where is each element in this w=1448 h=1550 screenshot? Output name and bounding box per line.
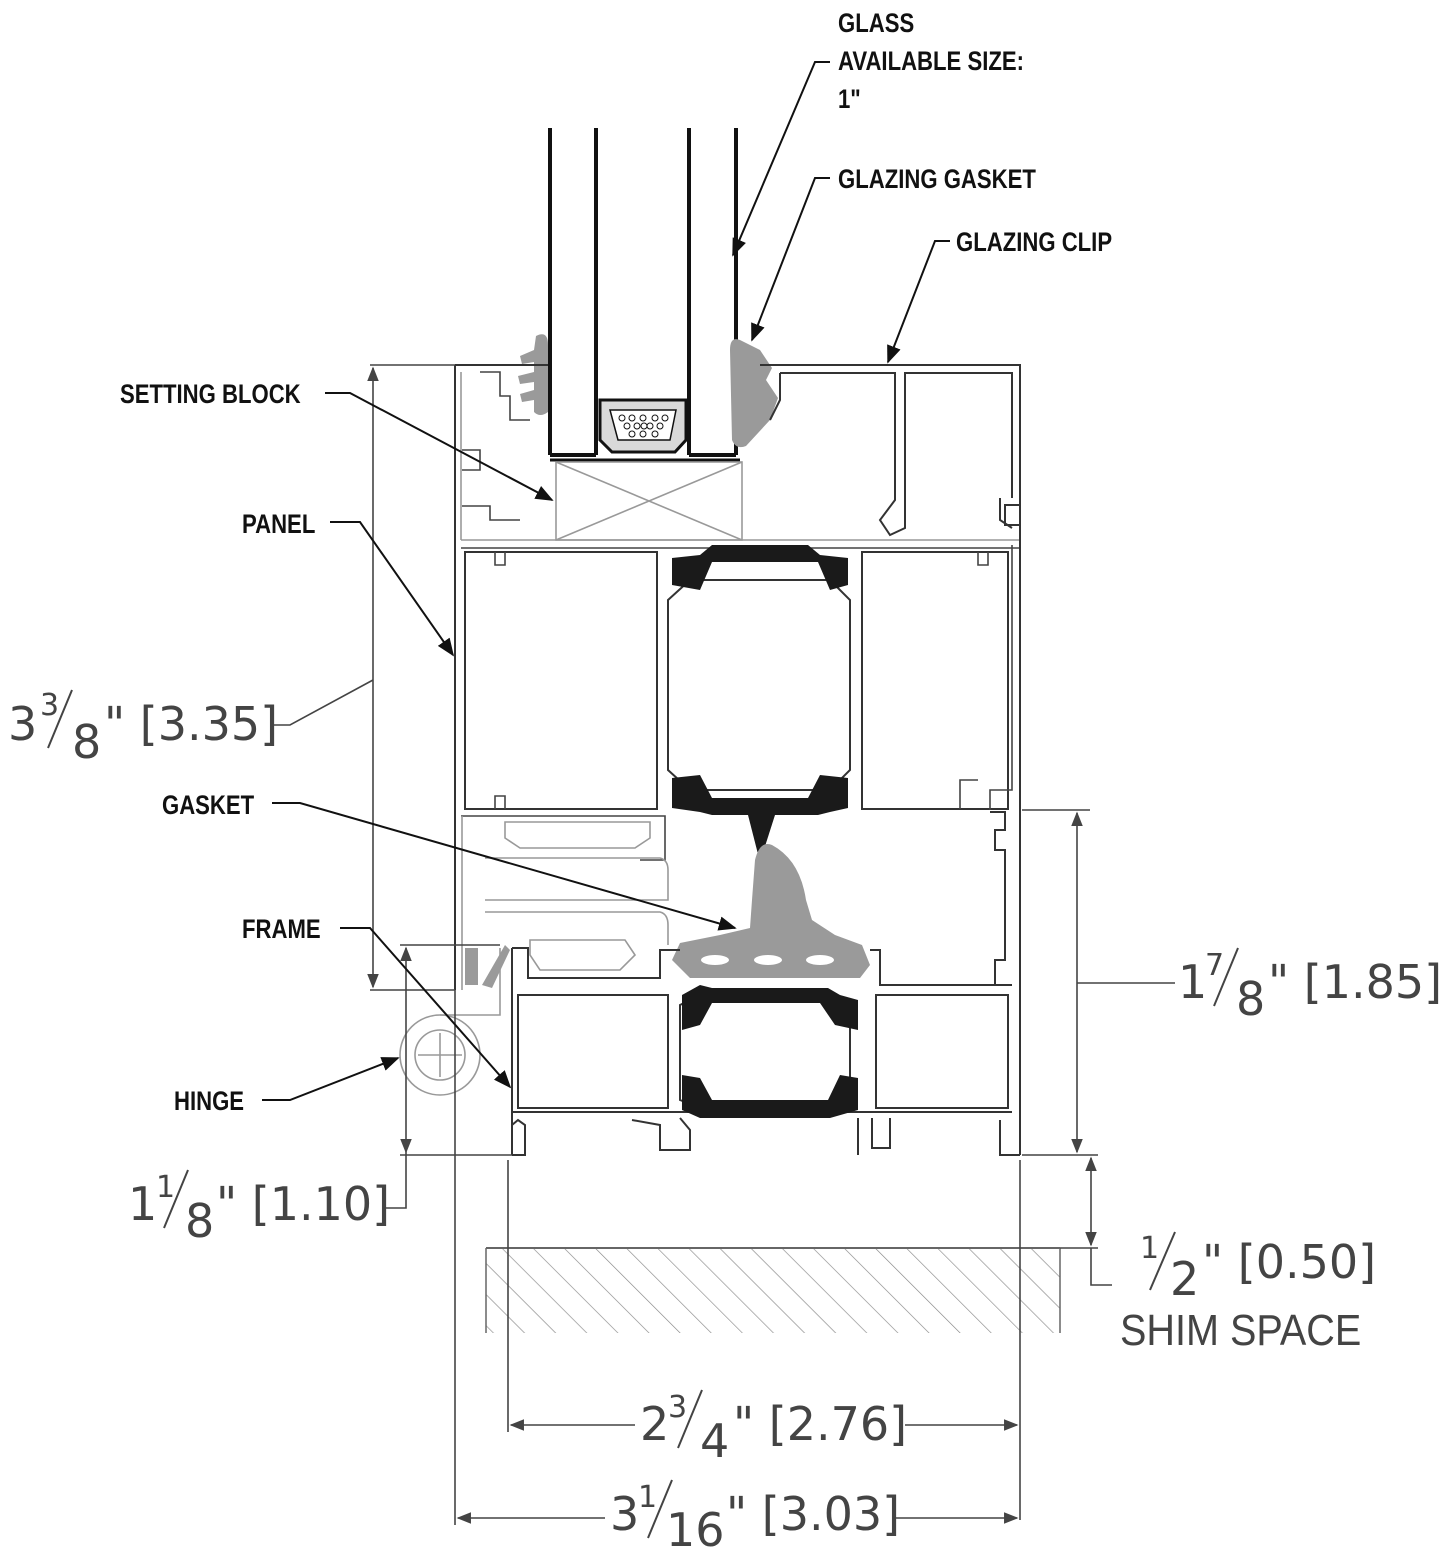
hardware-channel — [485, 821, 669, 971]
dim-panel-depth-num: 1 — [638, 1480, 657, 1515]
dim-frame-depth-den: 4 — [700, 1414, 729, 1468]
glass-label-line2: AVAILABLE SIZE: — [838, 47, 1024, 77]
frame-label: FRAME — [242, 915, 321, 945]
glazing-gasket-label: GLAZING GASKET — [838, 165, 1036, 195]
thermal-break-upper[interactable] — [672, 545, 848, 862]
dim-panel-depth-suffix: " [3.03] — [726, 1487, 900, 1541]
setting-block-label: SETTING BLOCK — [120, 380, 301, 410]
hinge-label: HINGE — [174, 1087, 244, 1117]
dim-shim-space: 1 2 " [0.50] SHIM SPACE — [1120, 1231, 1376, 1354]
dim-frame-depth: 2 3 4 " [2.76] — [640, 1389, 907, 1468]
thermal-break-lower[interactable] — [682, 985, 858, 1118]
callout-labels: GLASS AVAILABLE SIZE: 1" GLAZING GASKET … — [120, 9, 1112, 1117]
panel-label: PANEL — [242, 510, 315, 540]
hinge[interactable] — [399, 945, 510, 1096]
dim-hinge-offset-suffix: " [1.10] — [216, 1177, 390, 1231]
glass-label-line1: GLASS — [838, 9, 914, 39]
gasket-label: GASKET — [162, 791, 254, 821]
dim-frame-depth-num: 3 — [668, 1390, 687, 1425]
dim-panel-depth-whole: 3 — [610, 1487, 639, 1541]
dim-panel-height-num: 3 — [40, 688, 59, 723]
dim-frame-depth-suffix: " [2.76] — [733, 1397, 907, 1451]
dim-hinge-offset-whole: 1 — [128, 1177, 157, 1231]
dim-hinge-offset-den: 8 — [185, 1194, 214, 1248]
dim-frame-height-suffix: " [1.85] — [1268, 955, 1442, 1009]
setting-block — [555, 461, 743, 541]
dim-hinge-offset-num: 1 — [156, 1170, 175, 1205]
dim-panel-height: 3 3 8 " [3.35] — [8, 688, 278, 769]
dim-shim-space-den: 2 — [1170, 1252, 1199, 1306]
leader-lines — [262, 61, 950, 1101]
dim-panel-height-den: 8 — [72, 715, 101, 769]
dim-frame-height: 1 7 8 " [1.85] — [1178, 947, 1442, 1026]
glazing-gasket-left — [518, 334, 548, 415]
dim-frame-height-num: 7 — [1205, 948, 1224, 983]
dim-frame-height-den: 8 — [1236, 972, 1265, 1026]
glazing-gasket-right — [730, 339, 778, 448]
spacer — [598, 398, 688, 454]
shim-hatch — [485, 1247, 1061, 1333]
dimension-lines — [272, 364, 1175, 1525]
dim-panel-height-suffix: " [3.35] — [104, 697, 278, 751]
weather-gasket[interactable] — [672, 844, 870, 978]
dim-shim-space-num: 1 — [1140, 1231, 1159, 1266]
dim-hinge-offset: 1 1 8 " [1.10] — [128, 1169, 390, 1248]
dim-frame-height-whole: 1 — [1178, 955, 1207, 1009]
dim-shim-space-suffix: " [0.50] — [1202, 1235, 1376, 1289]
dim-panel-height-whole: 3 — [8, 697, 37, 751]
dim-panel-depth-den: 16 — [666, 1503, 725, 1550]
dim-frame-depth-whole: 2 — [640, 1397, 669, 1451]
dim-shim-space-label: SHIM SPACE — [1120, 1305, 1361, 1354]
panel-profile — [454, 364, 1021, 1155]
glazing-clip-label: GLAZING CLIP — [956, 228, 1112, 258]
dim-panel-depth: 3 1 16 " [3.03] — [610, 1479, 900, 1550]
glass-label-line3: 1" — [838, 85, 861, 115]
